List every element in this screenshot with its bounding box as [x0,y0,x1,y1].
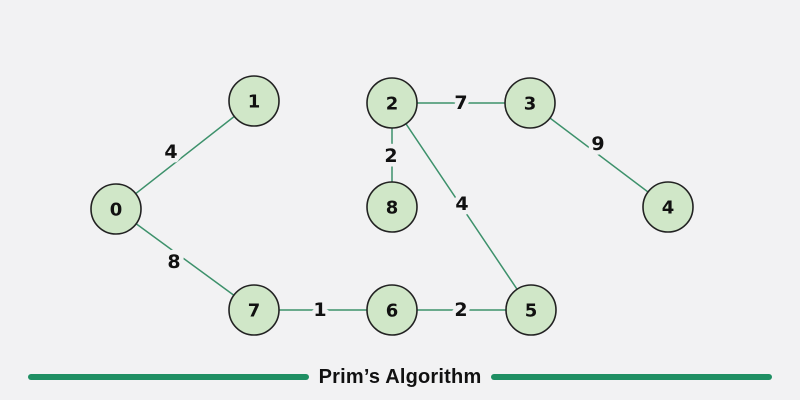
edge-weight-3-4: 9 [591,133,604,155]
edge-weight-0-1: 4 [164,141,177,163]
edge-weight-2-5: 4 [455,193,468,215]
node-label-4: 4 [662,198,675,219]
right-separator-line [491,374,773,380]
left-separator-line [28,374,309,380]
node-1 [228,75,280,127]
edge-3-4 [529,102,669,208]
node-7 [228,284,280,336]
edge-weight-2-3: 7 [454,92,467,114]
node-label-7: 7 [248,301,261,322]
node-8 [366,181,418,233]
node-label-5: 5 [525,301,538,322]
node-label-8: 8 [386,198,399,219]
caption-row: Prim’s Algorithm [28,364,773,390]
edge-2-5 [391,102,532,311]
nodes-layer: 0 1 2 3 4 5 6 7 8 [90,75,694,336]
node-label-2: 2 [386,94,399,115]
edge-weight-7-6: 1 [313,299,326,321]
edge-weight-0-7: 8 [167,251,180,273]
edge-0-7 [115,208,255,311]
node-label-1: 1 [248,92,261,113]
node-label-3: 3 [524,94,537,115]
node-6 [366,284,418,336]
diagram-title: Prim’s Algorithm [318,365,482,388]
node-0 [90,183,142,235]
node-label-0: 0 [110,200,123,221]
node-5 [505,284,557,336]
node-4 [642,181,694,233]
node-2 [366,77,418,129]
edge-weight-2-8: 2 [384,145,397,167]
edge-0-1 [115,100,255,210]
node-3 [504,77,556,129]
node-label-6: 6 [386,301,399,322]
edge-weight-6-5: 2 [454,299,467,321]
edge-weights-layer: 4 8 2 7 4 9 1 2 [160,88,609,326]
